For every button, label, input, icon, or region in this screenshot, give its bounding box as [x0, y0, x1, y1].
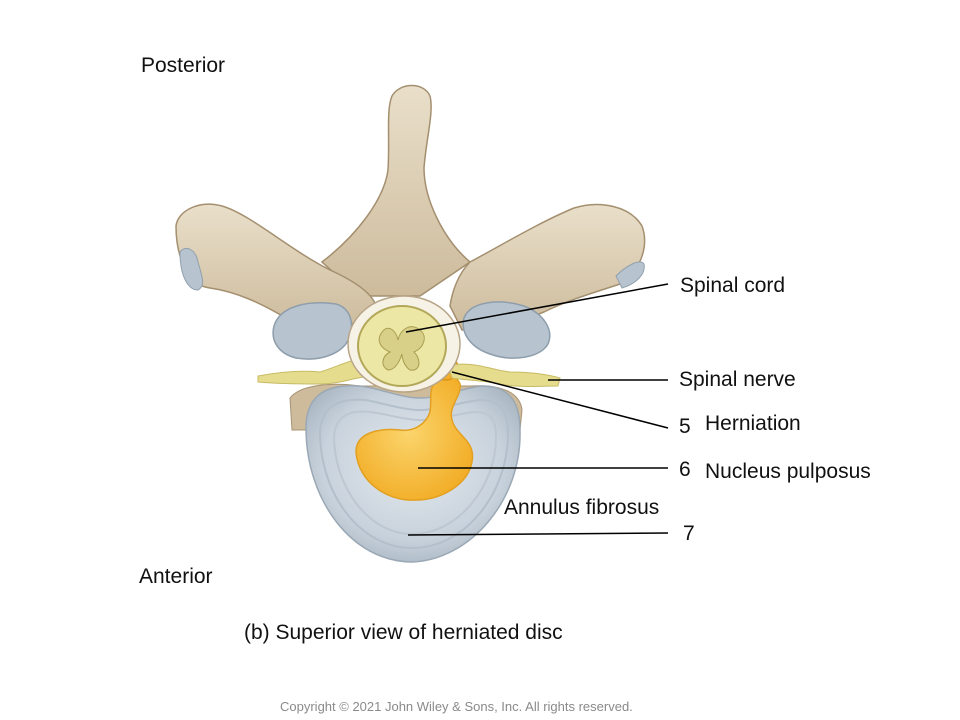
leader-spinal-cord — [405, 283, 669, 333]
label-spinal-nerve: Spinal nerve — [679, 368, 796, 391]
label-spinal-cord: Spinal cord — [680, 274, 786, 297]
figure-caption: (b) Superior view of herniated disc — [244, 621, 563, 644]
copyright-notice: Copyright © 2021 John Wiley & Sons, Inc.… — [280, 699, 633, 714]
anterior-label: Anterior — [139, 565, 213, 588]
spinal-nerve-right — [447, 363, 561, 387]
leader-herniation — [451, 371, 669, 429]
right-articular-facet — [462, 301, 551, 359]
left-facet-cartilage — [179, 247, 204, 291]
label-nucleus-pulposus: Nucleus pulposus — [705, 460, 871, 483]
number-5: 5 — [679, 415, 691, 438]
right-facet-cartilage — [615, 261, 645, 289]
spinal-cord-gray-matter — [378, 326, 425, 371]
number-7: 7 — [683, 522, 695, 545]
spinous-process — [320, 84, 472, 297]
nucleus-pulposus-shape — [355, 374, 474, 501]
leader-annulus-fibrosus — [407, 532, 669, 536]
number-6: 6 — [679, 458, 691, 481]
label-herniation: Herniation — [705, 412, 801, 435]
posterior-label: Posterior — [141, 54, 226, 77]
label-annulus-fibrosus: Annulus fibrosus — [504, 496, 660, 519]
left-articular-facet — [272, 302, 353, 360]
